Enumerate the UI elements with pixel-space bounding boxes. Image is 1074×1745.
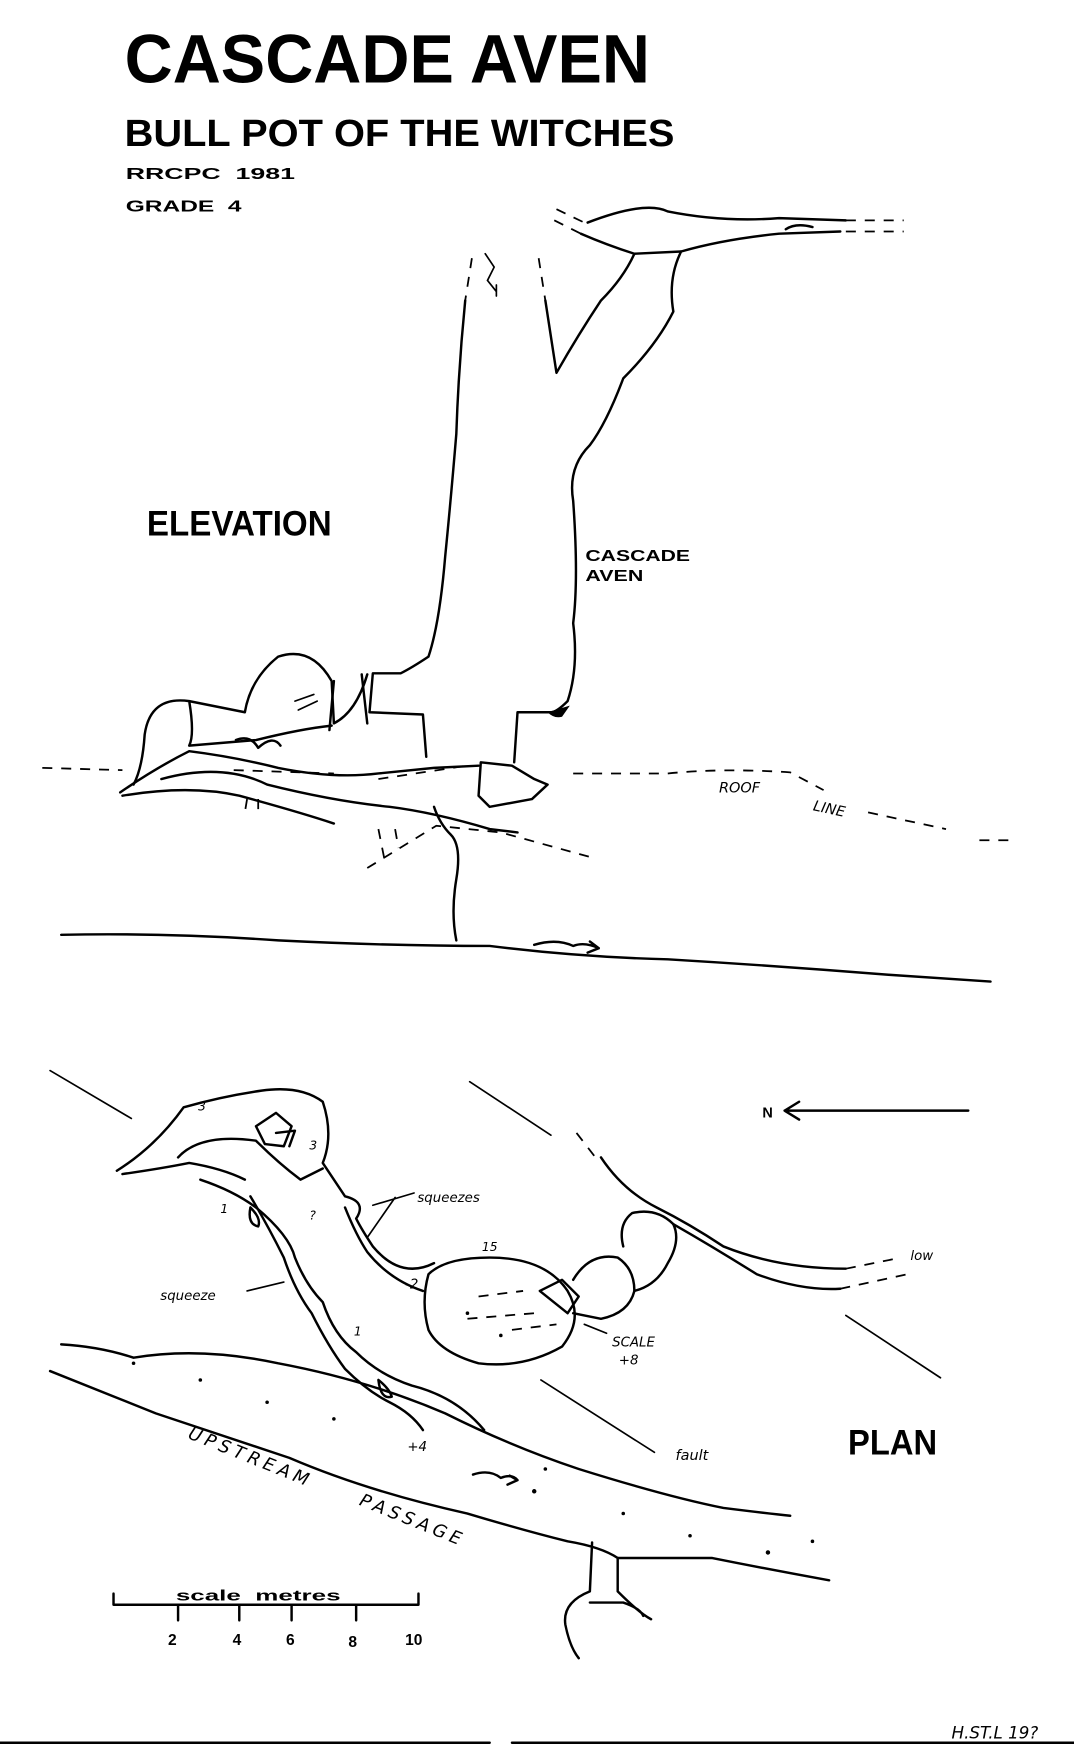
scale-tick-label: 6: [286, 1632, 295, 1649]
height-mark: 3: [198, 1100, 206, 1114]
squeezes-label: squeezes: [417, 1191, 480, 1206]
title: CASCADE AVEN: [125, 20, 650, 97]
north-label: N: [762, 1105, 772, 1121]
height-mark: 3: [309, 1139, 317, 1153]
elevation-drawing: [42, 206, 1013, 983]
subtitle: BULL POT OF THE WITCHES: [125, 113, 675, 155]
fault-label: fault: [676, 1448, 710, 1464]
plan-label: PLAN: [848, 1423, 937, 1463]
cascade-aven-label-2: AVEN: [585, 568, 643, 585]
scale-tick-label: 2: [168, 1632, 177, 1649]
line-label: LINE: [812, 798, 848, 821]
grade: GRADE 4: [126, 198, 242, 215]
scale-bar: [112, 1592, 420, 1622]
roof-label: ROOF: [719, 780, 761, 796]
height-mark: 15: [482, 1240, 498, 1254]
cascade-aven-label: CASCADE: [585, 548, 690, 565]
scale-bar-label: scale metres: [176, 1588, 341, 1604]
height-mark: ?: [309, 1209, 316, 1223]
scale-tick-label: 4: [233, 1632, 242, 1649]
passage-dots: [131, 1311, 815, 1555]
club-year: RRCPC 1981: [126, 166, 296, 183]
squeeze-label: squeeze: [160, 1289, 216, 1304]
scale-feature-label: SCALE: [612, 1336, 655, 1351]
plan-drawing: [0, 1069, 1074, 1744]
scale-feature-depth: +8: [619, 1353, 639, 1368]
height-mark: 1: [220, 1202, 228, 1216]
scale-tick-label: 10: [405, 1632, 423, 1649]
signature: H.ST.L 19?: [952, 1723, 1039, 1742]
scale-tick-label: 8: [348, 1634, 357, 1651]
height-mark: 1: [354, 1324, 362, 1338]
height-mark: -2: [405, 1278, 418, 1293]
upstream-label: UPSTREAM: [185, 1423, 316, 1492]
elevation-label: ELEVATION: [147, 503, 332, 543]
low-label: low: [910, 1249, 933, 1264]
height-mark: +4: [407, 1440, 427, 1455]
